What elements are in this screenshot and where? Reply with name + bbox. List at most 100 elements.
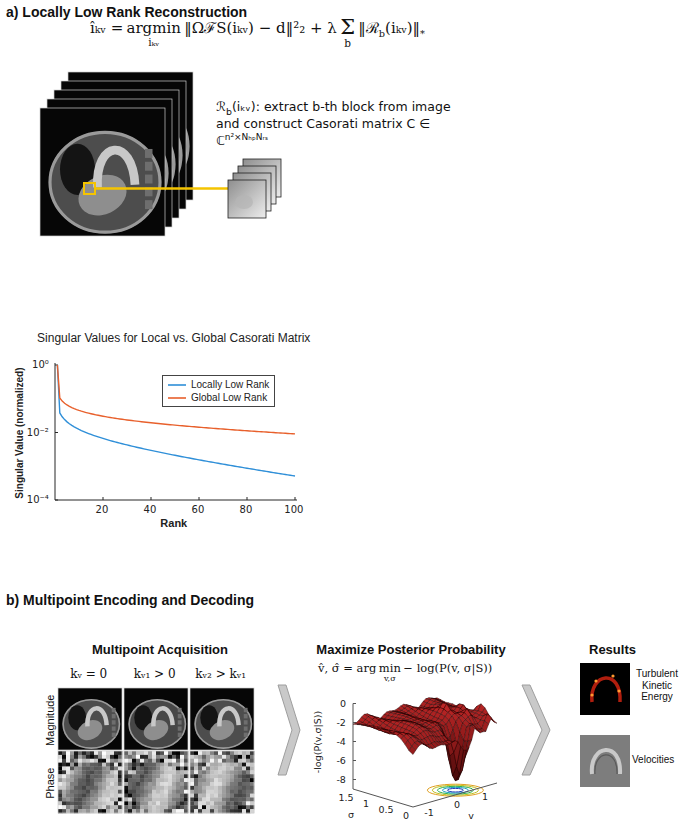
tick-label: 0.5 <box>378 805 395 816</box>
phase-pixel <box>90 786 94 790</box>
phase-pixel <box>234 782 238 786</box>
y-axis <box>55 363 56 500</box>
phase-pixel <box>144 794 148 798</box>
phase-pixel <box>144 801 148 805</box>
phase-pixel <box>78 770 82 774</box>
phase-pixel <box>128 801 132 805</box>
phase-pixel <box>202 798 206 802</box>
phase-pixel <box>128 759 132 763</box>
phase-pixel <box>210 786 214 790</box>
body-tissue <box>62 699 120 749</box>
phase-pixel <box>90 805 94 809</box>
phase-pixel <box>70 759 74 763</box>
phase-pixel <box>238 786 242 790</box>
phase-pixel <box>190 798 194 802</box>
phase-pixel <box>246 778 250 782</box>
tke-hotspot <box>617 689 620 692</box>
phase-pixel <box>246 755 250 759</box>
phase-pixel <box>66 755 70 759</box>
phase-pixel <box>98 778 102 782</box>
phase-pixel <box>230 778 234 782</box>
phase-pixel <box>180 805 184 809</box>
label-text: 0 <box>454 800 460 811</box>
phase-pixel <box>176 774 180 778</box>
phase-pixel <box>110 782 114 786</box>
phase-pixel <box>214 755 218 759</box>
phase-pixel <box>82 767 86 771</box>
phase-pixel <box>58 805 62 809</box>
phase-pixel <box>172 798 176 802</box>
phase-pixel <box>152 786 156 790</box>
phase-pixel <box>74 767 78 771</box>
phase-pixel <box>180 763 184 767</box>
phase-pixel <box>168 755 172 759</box>
phase-pixel <box>128 751 132 755</box>
phase-pixel <box>144 790 148 794</box>
phase-pixel <box>242 805 246 809</box>
phase-pixel <box>226 755 230 759</box>
phase-pixel <box>58 763 62 767</box>
phase-pixel <box>160 790 164 794</box>
phase-pixel <box>156 798 160 802</box>
phase-pixel <box>102 790 106 794</box>
phase-pixel <box>148 801 152 805</box>
phase-pixel <box>82 786 86 790</box>
legend-swatch <box>168 384 186 386</box>
phase-pixel <box>190 786 194 790</box>
phase-pixel <box>218 794 222 798</box>
phase-pixel <box>176 751 180 755</box>
legend-text: Global Low Rank <box>191 392 267 403</box>
phase-pixel <box>198 805 202 809</box>
block-texture <box>235 195 253 209</box>
row-label: Phase <box>44 765 57 799</box>
label-text: Singular Values for Local vs. Global Cas… <box>37 332 310 346</box>
phase-pixel <box>164 774 168 778</box>
phase-pixel <box>62 759 66 763</box>
phase-pixel <box>140 798 144 802</box>
label-text: -8 <box>336 774 345 785</box>
phase-pixel <box>202 786 206 790</box>
phase-pixel <box>144 774 148 778</box>
tke-map <box>580 663 630 715</box>
label-text: Turbulent Kinetic Energy <box>636 668 678 702</box>
phase-pixel <box>190 778 194 782</box>
phase-pixel <box>90 767 94 771</box>
phase-pixel <box>106 778 110 782</box>
phase-pixel <box>110 794 114 798</box>
phase-pixel <box>152 767 156 771</box>
phase-pixel <box>206 805 210 809</box>
phase-pixel <box>152 755 156 759</box>
phase-pixel <box>226 774 230 778</box>
phase-pixel <box>124 774 128 778</box>
phase-pixel <box>172 790 176 794</box>
y-tick <box>55 500 58 501</box>
heart <box>140 716 171 744</box>
phase-pixel <box>198 759 202 763</box>
phase-pixel <box>124 794 128 798</box>
phase-pixel <box>218 759 222 763</box>
phase-pixel <box>136 767 140 771</box>
phase-pixel <box>124 767 128 771</box>
phase-pixel <box>210 755 214 759</box>
legend-swatch <box>168 397 186 399</box>
phase-pixel <box>180 801 184 805</box>
label-text: b <box>379 28 385 39</box>
axis-label: -log(P(v,σ|S)) <box>313 709 324 773</box>
phase-pixel <box>70 805 74 809</box>
phase-pixel <box>156 751 160 755</box>
phase-pixel <box>160 786 164 790</box>
phase-pixel <box>190 755 194 759</box>
z-tick <box>353 703 356 704</box>
phase-pixel <box>102 774 106 778</box>
phase-pixel <box>86 782 90 786</box>
phase-pixel <box>140 774 144 778</box>
phase-pixel <box>176 759 180 763</box>
label-text: ℛ <box>216 99 226 114</box>
label-text: Σ <box>340 15 355 39</box>
block-leader-line <box>95 187 228 190</box>
phase-pixel <box>140 767 144 771</box>
phase-pixel <box>132 805 136 809</box>
phase-pixel <box>98 790 102 794</box>
phase-pixel <box>246 770 250 774</box>
phase-pixel <box>246 794 250 798</box>
